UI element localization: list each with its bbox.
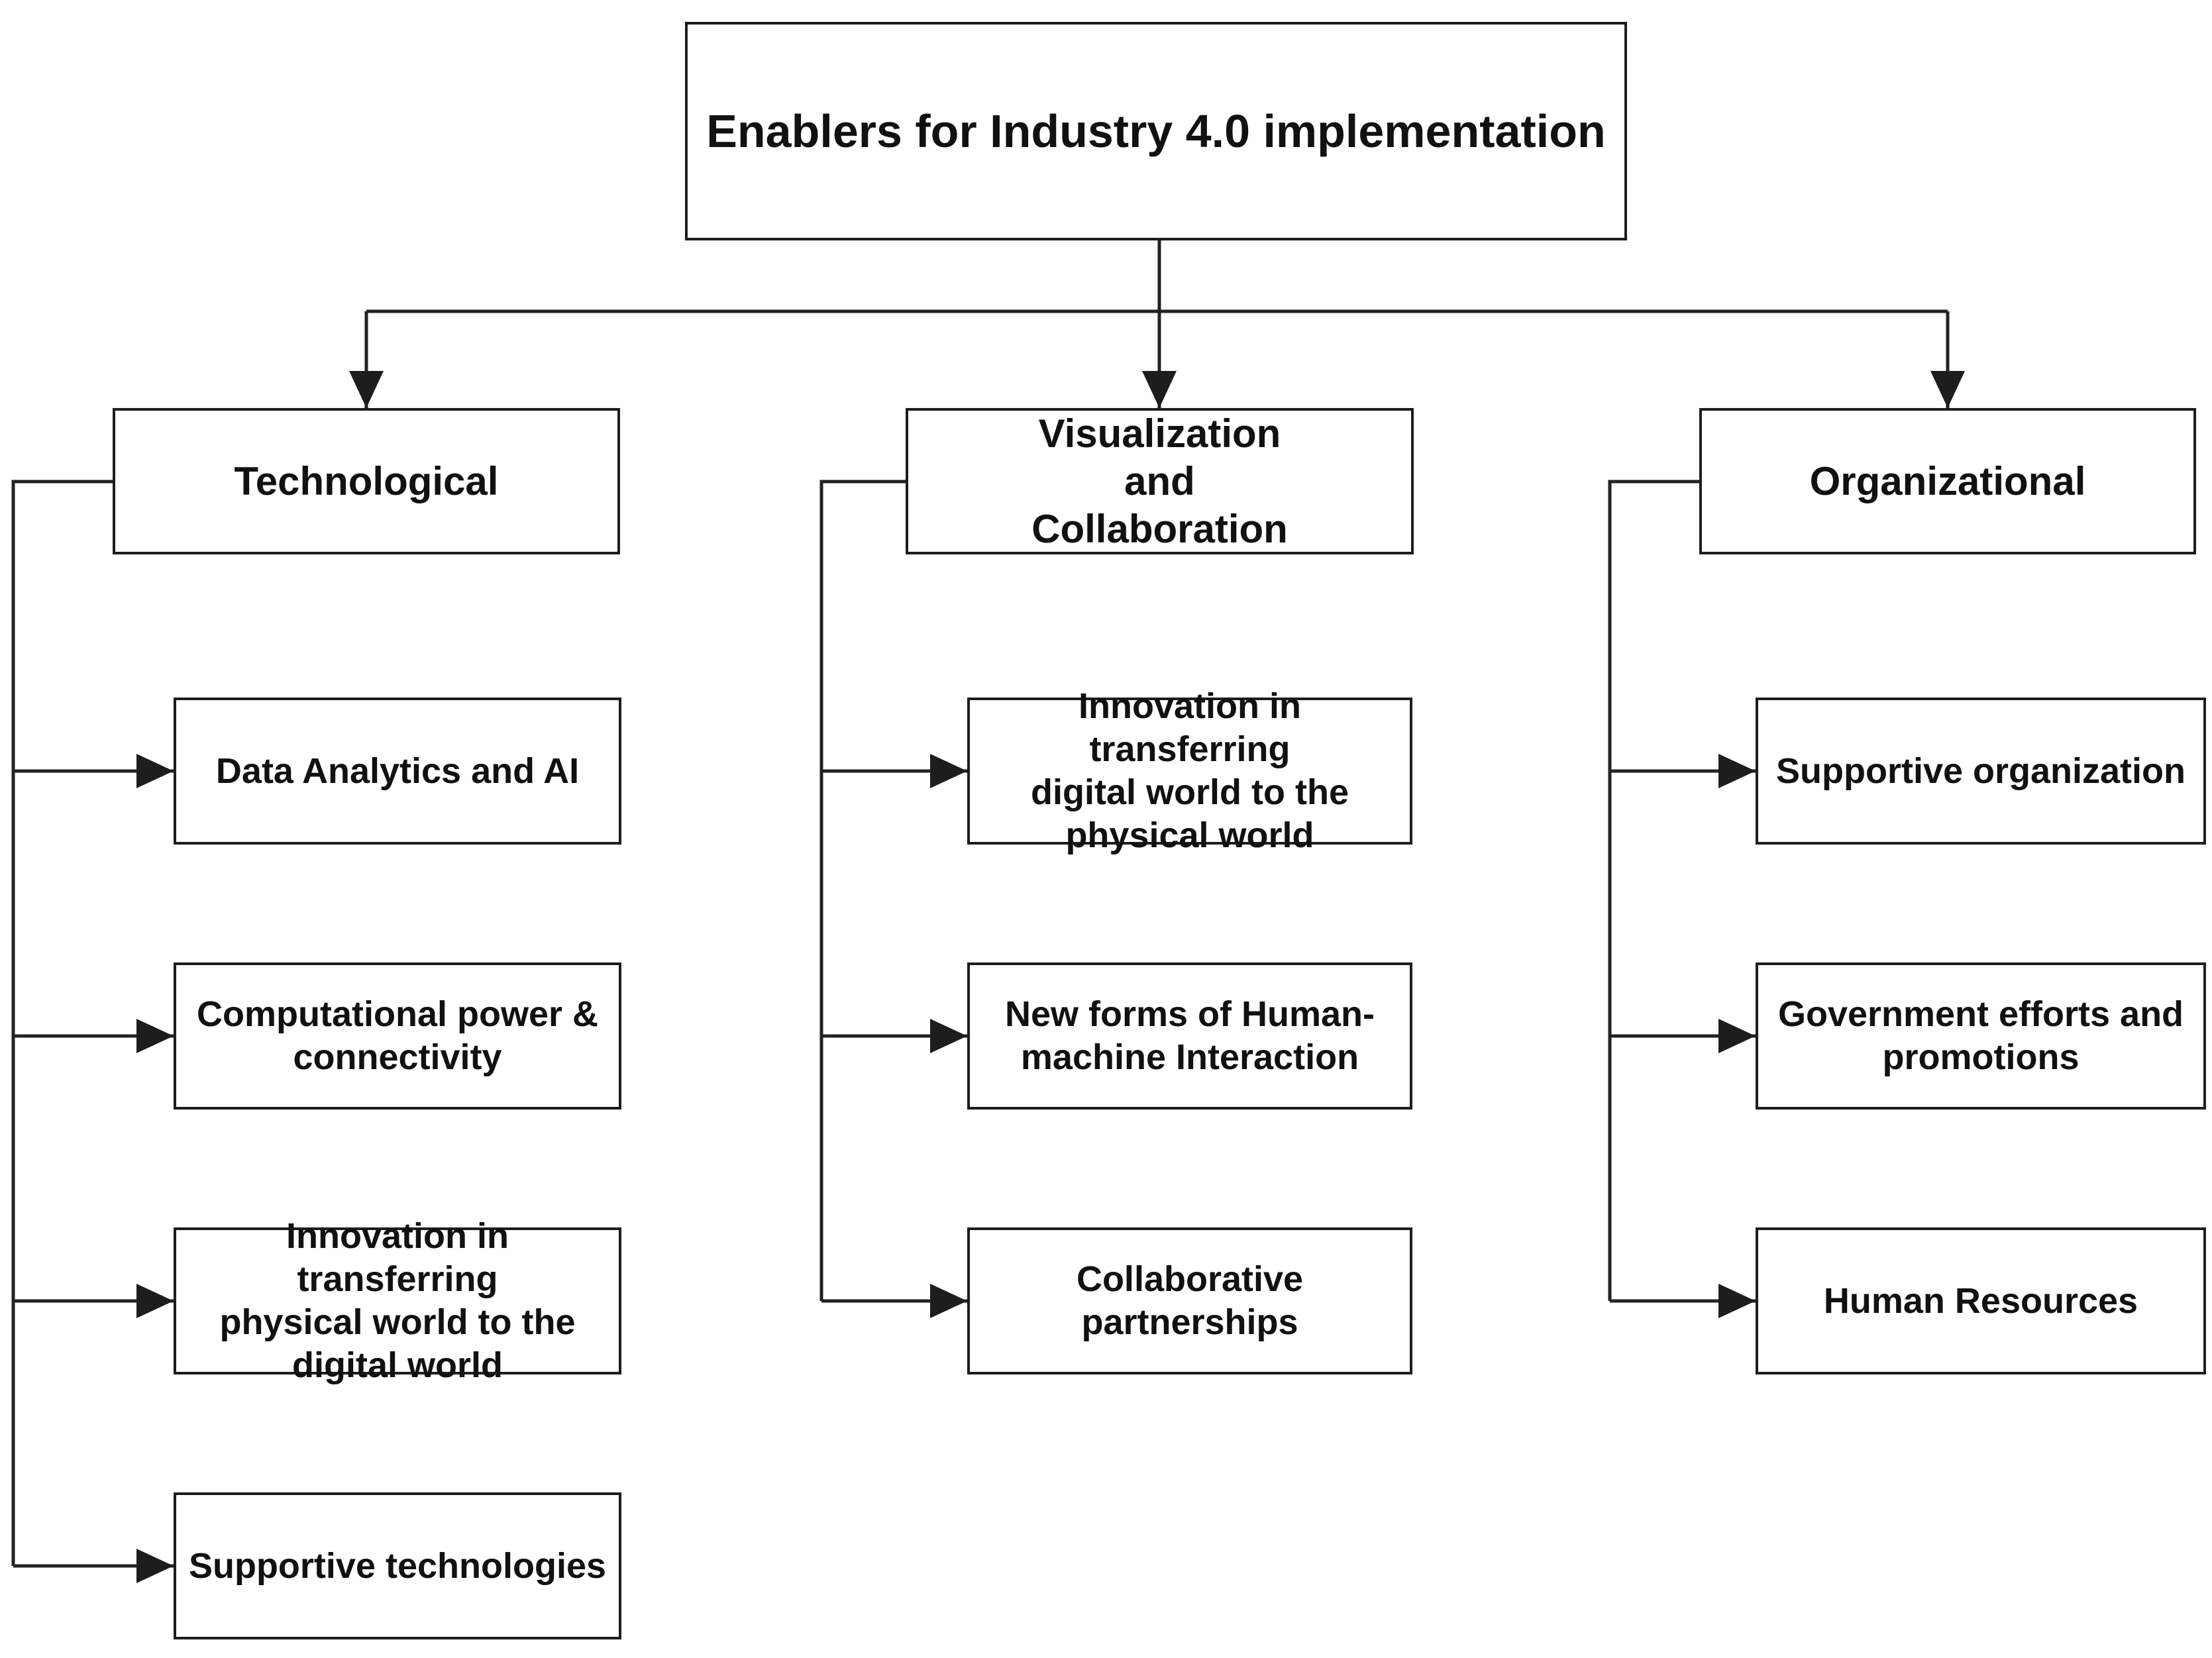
node-innovation-physical-to-digital: Innovation in transferring physical worl…: [174, 1216, 621, 1385]
branch-header-visualization-and-collaboration: Visualization and Collaboration: [906, 408, 1414, 554]
branch-header-organizational: Organizational: [1699, 408, 2196, 554]
node-supportive-organization: Supportive organization: [1756, 698, 2206, 845]
node-new-forms-of-human-machine-interaction: New forms of Human- machine Interaction: [967, 962, 1412, 1110]
connector-organizational-branch: [1608, 480, 1756, 1318]
connector-technological-branch: [11, 480, 174, 1583]
node-computational-power-and-connectivity: Computational power & connectivity: [174, 962, 621, 1110]
node-supportive-technologies: Supportive technologies: [174, 1492, 621, 1639]
root-node-enablers-title: Enablers for Industry 4.0 implementation: [685, 22, 1627, 240]
node-human-resources: Human Resources: [1756, 1227, 2206, 1374]
node-innovation-digital-to-physical: Innovation in transferring digital world…: [967, 686, 1412, 855]
node-data-analytics-and-ai: Data Analytics and AI: [174, 698, 621, 845]
node-government-efforts-and-promotions: Government efforts and promotions: [1756, 962, 2206, 1110]
node-collaborative-partnerships: Collaborative partnerships: [967, 1227, 1412, 1374]
branch-header-technological: Technological: [113, 408, 620, 554]
connector-visualization-branch: [819, 480, 967, 1318]
connector-root-to-branches: [349, 240, 1965, 408]
